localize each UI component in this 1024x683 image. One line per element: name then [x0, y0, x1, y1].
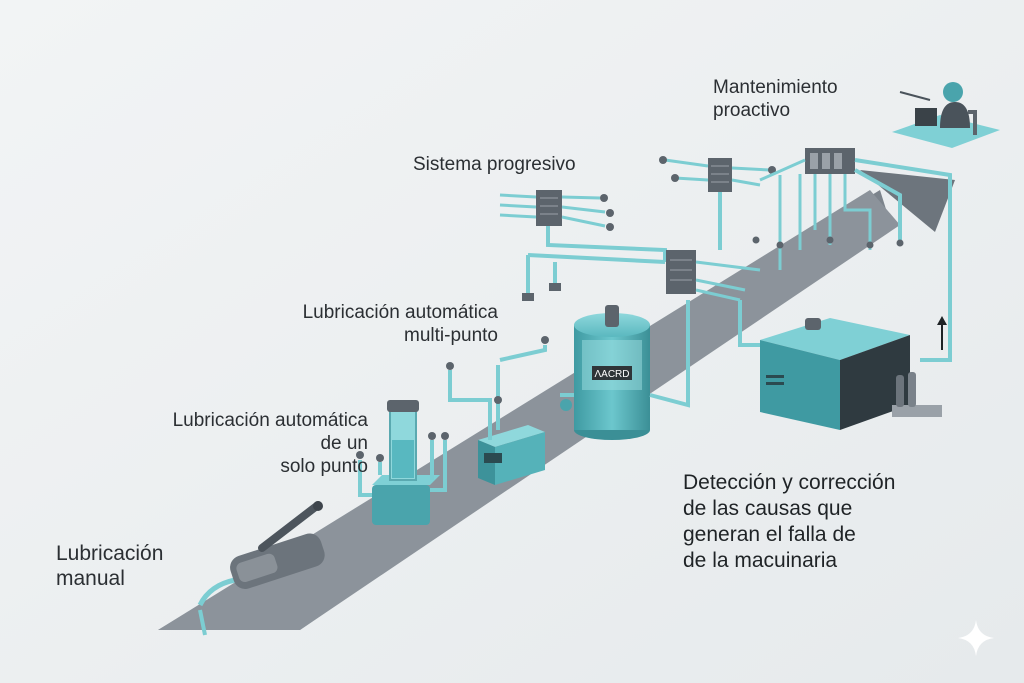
label-line: Lubricación automática: [302, 302, 498, 323]
operator-at-desk-icon: [892, 82, 1000, 148]
label-line: proactivo: [713, 100, 791, 121]
reservoir-label: ɅΑCRD: [594, 369, 629, 380]
label-line: solo punto: [280, 456, 368, 477]
label-multi-point: Lubricación automática multi-punto: [248, 301, 498, 347]
label-line: Lubricación: [56, 542, 164, 565]
label-progressive: Sistema progresivo: [413, 153, 576, 176]
caption-line: Detección y corrección: [683, 471, 896, 494]
caption-line: de la macuinaria: [683, 549, 838, 572]
caption-line: generan el falla de: [683, 523, 856, 546]
label-line: multi-punto: [404, 325, 498, 346]
label-line: Sistema progresivo: [413, 154, 576, 175]
label-single-point: Lubricación automática de un solo punto: [118, 409, 368, 478]
caption-root-cause: Detección y corrección de las causas que…: [683, 470, 895, 574]
label-line: manual: [56, 567, 125, 590]
label-line: de un: [320, 433, 368, 454]
progressive-system: [499, 156, 776, 347]
proactive-distributor: [752, 148, 952, 362]
multi-point-pump: [446, 336, 549, 485]
label-line: Mantenimiento: [713, 77, 838, 98]
grease-gun-icon: [197, 501, 325, 636]
label-line: Lubricación automática: [172, 410, 368, 431]
single-point-lubricator: [356, 400, 449, 525]
label-manual: Lubricación manual: [56, 541, 163, 591]
sparkle-icon: [958, 620, 994, 656]
reservoir-tank: ɅΑCRD: [560, 300, 690, 440]
label-proactive: Mantenimiento proactivo: [713, 76, 838, 122]
machine-unit: [760, 316, 947, 430]
caption-line: de las causas que: [683, 497, 853, 520]
